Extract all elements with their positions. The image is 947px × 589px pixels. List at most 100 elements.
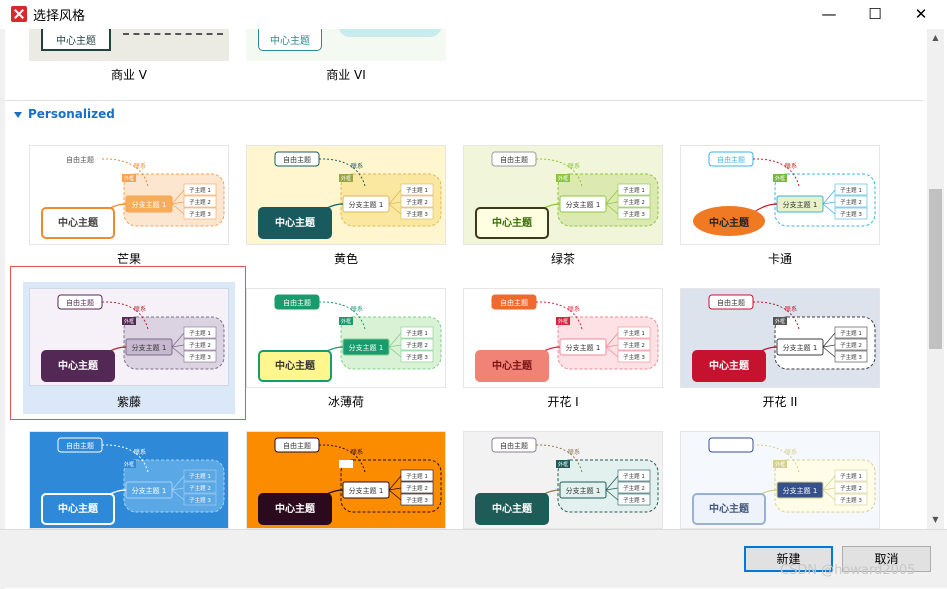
- minimize-button[interactable]: —: [821, 5, 837, 23]
- style-thumb-business-v[interactable]: 中心主题: [29, 29, 229, 61]
- subtopic-connector: [605, 487, 619, 491]
- center-topic-label: 中心主题: [709, 359, 750, 372]
- subtopic-connector: [605, 201, 619, 205]
- subtopic-box: [617, 195, 651, 208]
- boundary-tag-label: 外框: [775, 175, 785, 182]
- dashed-frame: [123, 29, 223, 35]
- boundary-tag-label: 外框: [558, 461, 568, 468]
- relationship-label: 联系: [134, 162, 146, 170]
- subtopic-box: [183, 469, 217, 482]
- subtopic-connector: [171, 189, 185, 205]
- subtopic-box: [400, 207, 434, 220]
- boundary-tag-label: 外框: [775, 318, 785, 325]
- boundary-tag-label: 外框: [124, 318, 134, 325]
- center-topic-label: 中心主题: [58, 502, 99, 515]
- center-topic-label: 中心主题: [275, 502, 316, 515]
- center-topic-shape: [475, 350, 549, 382]
- maximize-button[interactable]: ☐: [868, 5, 882, 23]
- scroll-down-arrow-icon[interactable]: ▼: [932, 515, 939, 524]
- subtopic-connector: [388, 489, 402, 501]
- boundary-tag-label: 外框: [341, 461, 351, 468]
- boundary-tag: [773, 317, 787, 325]
- branch-topic-label: 分支主题 1: [349, 200, 384, 209]
- free-topic-label: 自由主题: [500, 298, 528, 307]
- subtopic-connector: [171, 487, 185, 491]
- center-topic-label: 中心主题: [492, 359, 533, 372]
- style-label: 开花 I: [547, 395, 579, 409]
- subtopic-label: 子主题 1: [189, 472, 211, 480]
- branch-topic-label: 分支主题 1: [132, 343, 167, 352]
- section-header-personalized[interactable]: Personalized: [5, 100, 923, 130]
- subtopic-label: 子主题 3: [406, 210, 428, 218]
- subtopic-box: [183, 183, 217, 196]
- subtopic-connector: [388, 189, 402, 205]
- subtopic-box: [617, 493, 651, 506]
- subtopic-label: 子主题 3: [623, 353, 645, 361]
- create-button[interactable]: 新建: [744, 546, 833, 572]
- subtopic-label: 子主题 2: [189, 484, 211, 492]
- free-topic-label: 自由主题: [66, 441, 94, 450]
- center-topic-shape: [258, 493, 332, 525]
- subtopic-box: [183, 326, 217, 339]
- subtopic-box: [617, 469, 651, 482]
- free-topic-label: 自由主题: [717, 155, 745, 164]
- subtopic-box: [834, 326, 868, 339]
- subtopic-connector: [171, 475, 185, 491]
- boundary-tag-label: 外框: [124, 175, 134, 182]
- subtopic-connector: [605, 189, 619, 205]
- subtopic-connector: [171, 344, 185, 348]
- subtopic-connector: [388, 201, 402, 205]
- style-thumb-business-vi[interactable]: 中心主题: [246, 29, 446, 61]
- subtopic-box: [400, 338, 434, 351]
- center-topic-label: 中心主题: [275, 359, 316, 372]
- subtopic-box: [400, 326, 434, 339]
- dialog-footer: 新建 取消: [0, 529, 947, 588]
- subtopic-box: [183, 338, 217, 351]
- branch-topic-label: 分支主题 1: [783, 200, 818, 209]
- boundary-tag: [773, 460, 787, 468]
- cancel-button[interactable]: 取消: [842, 546, 931, 572]
- collapse-triangle-icon[interactable]: [14, 112, 22, 118]
- cloud-frame: [338, 29, 442, 37]
- subtopic-box: [834, 350, 868, 363]
- subtopic-label: 子主题 2: [840, 198, 862, 206]
- boundary-tag: [556, 460, 570, 468]
- subtopic-box: [400, 481, 434, 494]
- boundary-tag: [773, 174, 787, 182]
- center-topic-shape: [41, 493, 115, 525]
- free-topic-label: 自由主题: [717, 441, 745, 450]
- free-topic-label: 自由主题: [283, 155, 311, 164]
- subtopic-connector: [822, 487, 836, 491]
- close-button[interactable]: ✕: [914, 5, 928, 23]
- subtopic-label: 子主题 3: [623, 210, 645, 218]
- subtopic-label: 子主题 3: [840, 496, 862, 504]
- subtopic-box: [400, 469, 434, 482]
- subtopic-connector: [605, 346, 619, 358]
- relationship-label: 联系: [351, 162, 363, 170]
- scroll-up-arrow-icon[interactable]: ▲: [932, 33, 939, 42]
- subtopic-box: [400, 195, 434, 208]
- subtopic-box: [834, 183, 868, 196]
- free-topic-label: 自由主题: [500, 155, 528, 164]
- subtopic-box: [183, 481, 217, 494]
- scroll-thumb[interactable]: [929, 189, 942, 349]
- branch-topic-label: 分支主题 1: [566, 343, 601, 352]
- vertical-scrollbar[interactable]: ▲ ▼: [927, 29, 944, 529]
- boundary-tag-label: 外框: [558, 175, 568, 182]
- center-topic-label: 中心主题: [709, 502, 750, 515]
- center-topic-shape: [41, 350, 115, 382]
